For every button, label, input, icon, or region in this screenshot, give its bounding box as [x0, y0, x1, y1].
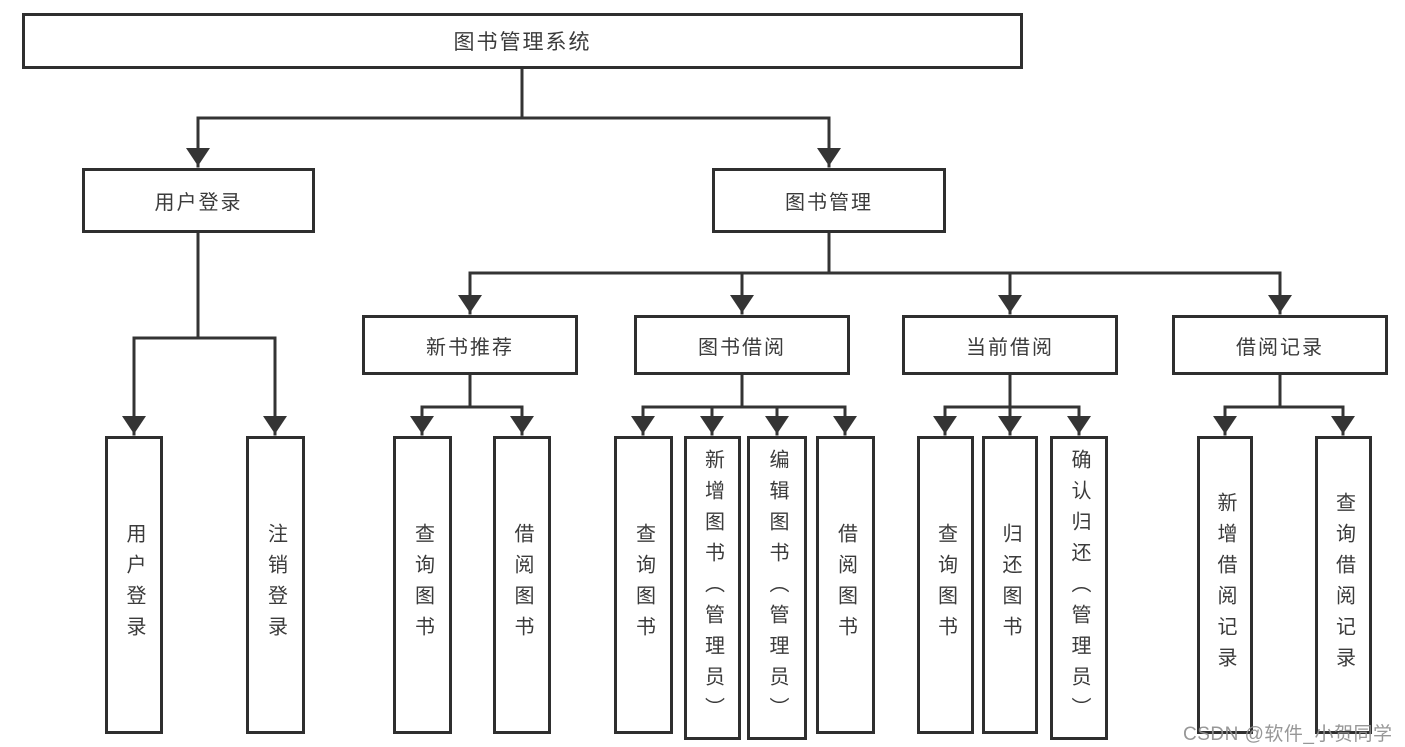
node-root: 图书管理系统: [22, 13, 1023, 69]
csdn-watermark: CSDN @软件_小贺同学: [1183, 724, 1393, 745]
leaf-add-books-admin-label: 新增图书（管理员）: [701, 448, 724, 728]
leaf-logout-label: 注销登录: [264, 523, 287, 647]
leaf-query-books-recommend: 查询图书: [393, 436, 452, 734]
leaf-return-books-label: 归还图书: [999, 523, 1021, 647]
node-book-management-label: 图书管理: [785, 192, 873, 214]
leaf-add-books-admin: 新增图书（管理员）: [684, 436, 741, 740]
leaf-query-books-borrow: 查询图书: [614, 436, 673, 734]
node-user-login-label: 用户登录: [154, 192, 243, 214]
node-borrow-records: 借阅记录: [1172, 315, 1388, 375]
leaf-borrow-books-borrow-label: 借阅图书: [834, 523, 857, 647]
leaf-borrow-books-borrow: 借阅图书: [816, 436, 875, 734]
elbow-new-book-recommend: [420, 373, 524, 409]
node-book-management: 图书管理: [712, 168, 946, 233]
elbow-user-login: [132, 231, 277, 340]
leaf-add-borrow-record: 新增借阅记录: [1197, 436, 1253, 734]
leaf-query-borrow-record: 查询借阅记录: [1315, 436, 1372, 734]
node-new-book-recommend: 新书推荐: [362, 315, 578, 375]
node-new-book-recommend-label: 新书推荐: [426, 336, 514, 359]
leaf-query-books-recommend-label: 查询图书: [411, 523, 434, 647]
elbow-book-management: [468, 231, 1282, 275]
elbow-root: [196, 66, 831, 120]
elbow-current-borrow: [943, 373, 1081, 409]
leaf-user-login-label: 用户登录: [123, 523, 145, 647]
node-current-borrow: 当前借阅: [902, 315, 1118, 375]
leaf-add-borrow-record-label: 新增借阅记录: [1214, 492, 1236, 678]
elbow-borrow-records: [1223, 373, 1345, 409]
elbow-book-borrow: [641, 373, 847, 409]
leaf-edit-books-admin: 编辑图书（管理员）: [747, 436, 807, 740]
node-root-label: 图书管理系统: [453, 31, 592, 54]
node-book-borrow-label: 图书借阅: [698, 336, 786, 359]
leaf-borrow-books-recommend: 借阅图书: [493, 436, 551, 734]
connector-group: [122, 66, 1355, 436]
leaf-query-books-borrow-label: 查询图书: [632, 523, 655, 647]
leaf-confirm-return-admin: 确认归还（管理员）: [1050, 436, 1108, 740]
leaf-confirm-return-admin-label: 确认归还（管理员）: [1068, 448, 1090, 728]
node-borrow-records-label: 借阅记录: [1236, 336, 1324, 359]
node-current-borrow-label: 当前借阅: [966, 336, 1054, 359]
leaf-return-books: 归还图书: [982, 436, 1038, 734]
leaf-borrow-books-recommend-label: 借阅图书: [511, 523, 533, 647]
leaf-logout: 注销登录: [246, 436, 305, 734]
leaf-edit-books-admin-label: 编辑图书（管理员）: [766, 448, 788, 728]
leaf-user-login: 用户登录: [105, 436, 163, 734]
leaf-query-borrow-record-label: 查询借阅记录: [1332, 492, 1355, 678]
leaf-query-books-current-label: 查询图书: [934, 523, 957, 647]
node-user-login: 用户登录: [82, 168, 315, 233]
leaf-query-books-current: 查询图书: [917, 436, 974, 734]
node-book-borrow: 图书借阅: [634, 315, 850, 375]
